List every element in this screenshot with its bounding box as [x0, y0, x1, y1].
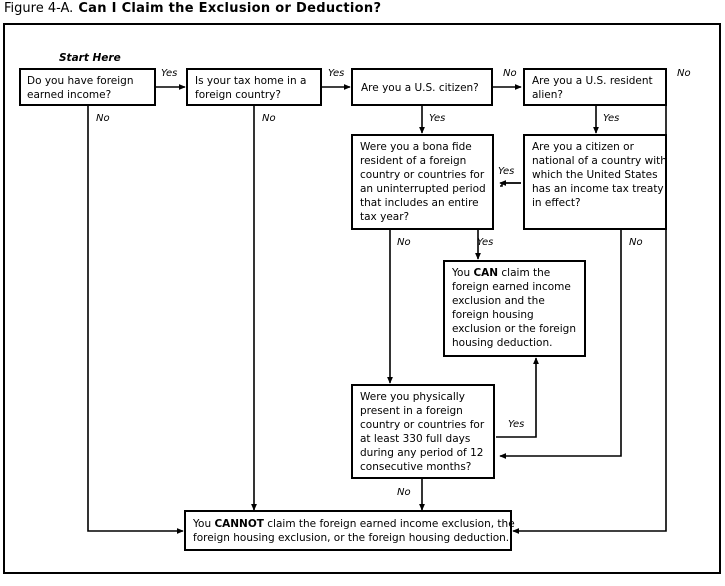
node-q2-line-1: foreign country? — [195, 89, 281, 101]
node-q7-line-0: Were you physically — [360, 391, 465, 403]
edge-label-q7-no: No — [397, 487, 411, 498]
node-us-citizen[interactable] — [351, 68, 493, 106]
edge-label-q1-no: No — [96, 113, 110, 124]
edge-label-q4-no: No — [677, 68, 691, 79]
node-q5-line-0: Were you a bona fide — [360, 141, 472, 153]
node-cannot-line-1: foreign housing exclusion, or the foreig… — [193, 532, 509, 544]
node-bona-fide-residence[interactable] — [351, 134, 494, 230]
node-q5-line-3: an uninterrupted period — [360, 183, 486, 195]
node-foreign-earned-income[interactable] — [19, 68, 156, 106]
edge-label-q5-no: No — [397, 237, 411, 248]
edge-label-q2-yes: Yes — [328, 68, 344, 79]
node-q5-line-1: resident of a foreign — [360, 155, 466, 167]
node-q6-line-0: Are you a citizen or — [532, 141, 635, 153]
node-cannot-line-0: You CANNOT claim the foreign earned inco… — [192, 518, 515, 530]
node-q1-line-0: Do you have foreign — [27, 75, 133, 87]
node-q3-line-0: Are you a U.S. citizen? — [361, 82, 479, 94]
edge-label-q6-no: No — [629, 237, 643, 248]
node-can-line-1: foreign earned income — [452, 281, 571, 293]
node-tax-home-foreign-country[interactable] — [186, 68, 322, 106]
node-q6-line-3: has an income tax treaty — [532, 183, 664, 195]
node-us-resident-alien[interactable] — [523, 68, 667, 106]
node-q6-line-4: in effect? — [532, 197, 581, 209]
figure-border — [3, 23, 721, 574]
node-q6-line-1: national of a country with — [532, 155, 667, 167]
edge-label-q2-no: No — [262, 113, 276, 124]
node-q7-line-5: consecutive months? — [360, 461, 471, 473]
edge-label-q1-yes: Yes — [161, 68, 177, 79]
edge-label-q3-yes: Yes — [429, 113, 445, 124]
edge-label-q7-yes: Yes — [508, 419, 524, 430]
node-can-line-5: housing deduction. — [452, 337, 552, 349]
edge-label-q3-no: No — [503, 68, 517, 79]
node-q4-line-0: Are you a U.S. resident — [532, 75, 653, 87]
edge-label-q4-yes: Yes — [603, 113, 619, 124]
node-q7-line-4: during any period of 12 — [360, 447, 483, 459]
node-result-cannot-claim[interactable] — [184, 510, 512, 551]
figure-number: Figure 4-A. — [4, 1, 74, 16]
node-q5-line-5: tax year? — [360, 211, 409, 223]
node-q7-line-1: present in a foreign — [360, 405, 463, 417]
figure-heading: Can I Claim the Exclusion or Deduction? — [78, 1, 382, 16]
node-q7-line-2: country or countries for — [360, 419, 485, 431]
node-can-line-3: foreign housing — [452, 309, 534, 321]
node-q5-line-2: country or countries for — [360, 169, 485, 181]
node-q7-line-3: at least 330 full days — [360, 433, 470, 445]
edge-q7-yes-can — [496, 357, 539, 438]
start-here-label: Start Here — [59, 52, 121, 64]
node-q2-line-0: Is your tax home in a — [195, 75, 306, 87]
edge-q1-no-cannot — [87, 105, 184, 534]
node-q5-line-4: that includes an entire — [360, 197, 479, 209]
node-q6-line-2: which the United States — [532, 169, 658, 181]
edge-label-q6-yes: Yes — [498, 166, 514, 177]
node-tax-treaty-country[interactable] — [523, 134, 667, 230]
edge-q4-no-cannot — [512, 87, 667, 534]
node-can-line-0: You CAN claim the — [451, 267, 550, 279]
edge-q6-no-q7 — [499, 229, 622, 459]
node-can-line-2: exclusion and the — [452, 295, 545, 307]
node-q1-line-1: earned income? — [27, 89, 111, 101]
node-q4-line-1: alien? — [532, 89, 563, 101]
figure-title: Figure 4-A. Can I Claim the Exclusion or… — [4, 1, 381, 21]
node-can-line-4: exclusion or the foreign — [452, 323, 576, 335]
node-physical-presence[interactable] — [351, 384, 495, 479]
edge-label-q5-yes: Yes — [477, 237, 493, 248]
node-result-can-claim[interactable] — [443, 260, 586, 357]
